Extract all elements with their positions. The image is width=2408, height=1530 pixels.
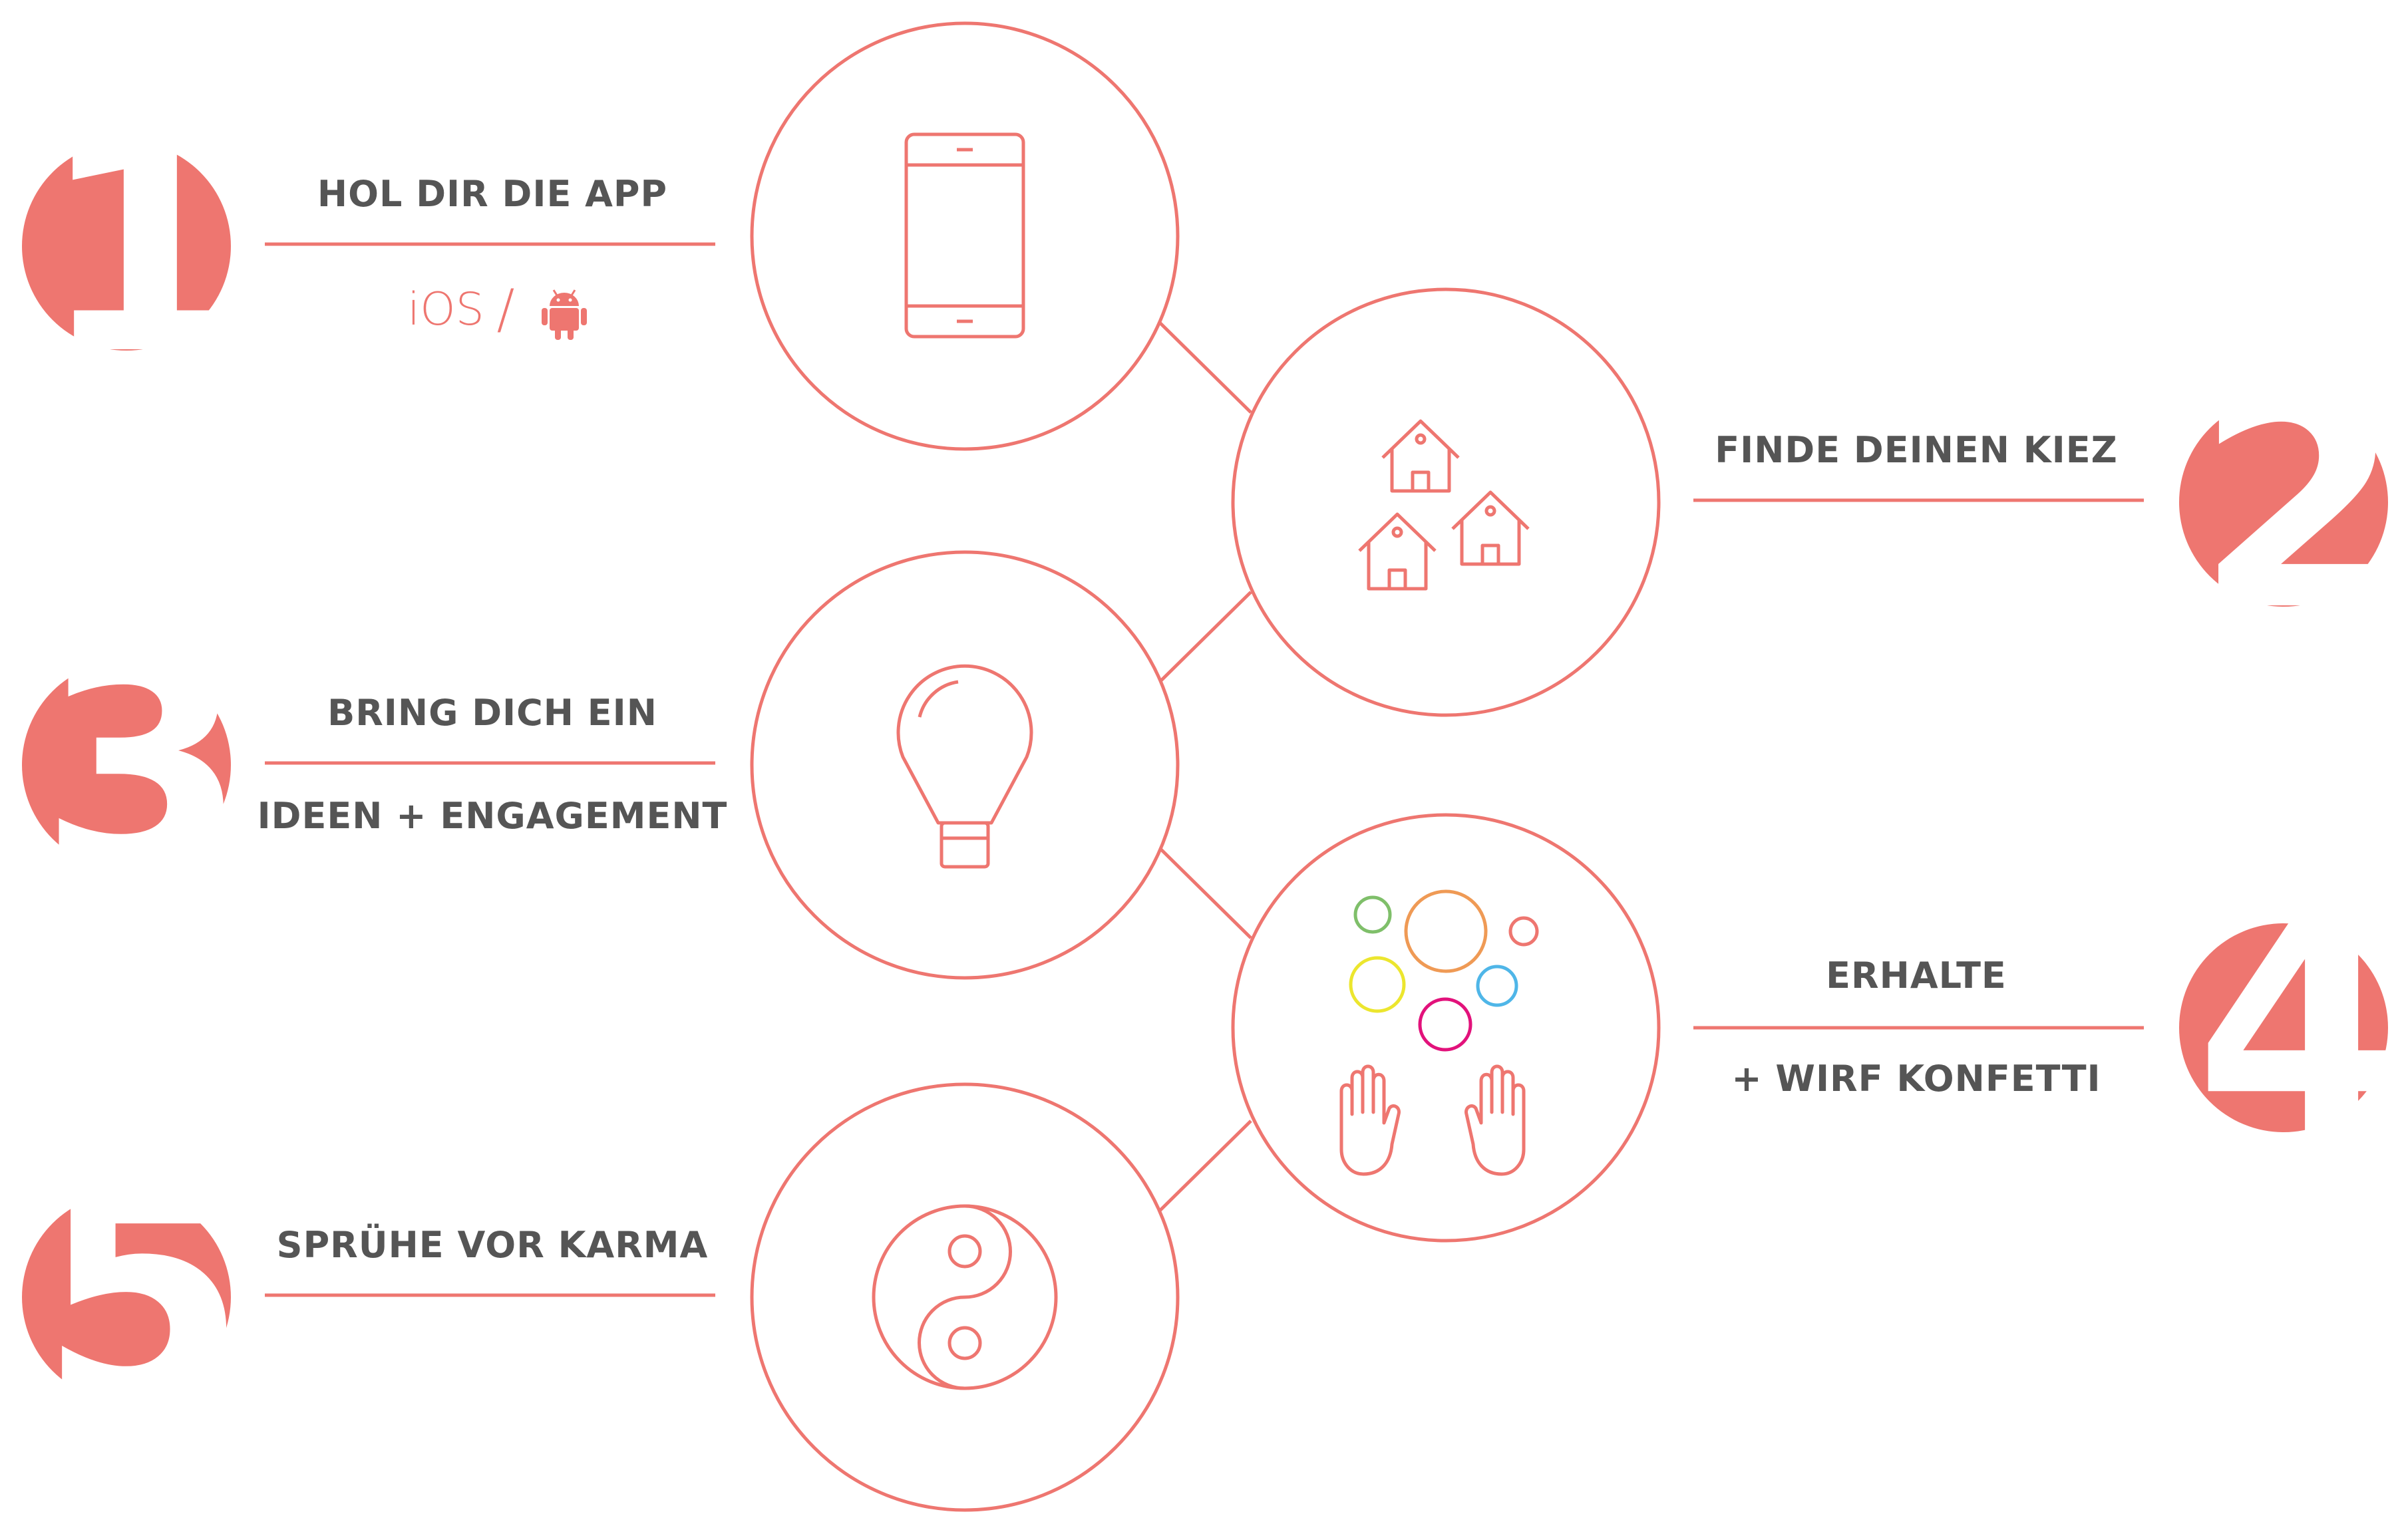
step-title-1: HOL DIR DIE APP [317, 173, 667, 215]
platform-ios-label[interactable]: iOS [407, 283, 484, 336]
step-number-5: 5 [39, 1123, 247, 1471]
icon-circle-3 [750, 550, 1180, 980]
android-icon[interactable] [542, 289, 587, 340]
step-5: 5 SPRÜHE VOR KARMA [22, 1082, 1180, 1512]
confetti-hands-icon [1339, 889, 1539, 1176]
yin-yang-icon [872, 1204, 1058, 1390]
step-number-2: 2 [2194, 328, 2403, 677]
step-subtitle-3: IDEEN + ENGAGEMENT [258, 795, 728, 837]
icon-circle-1 [750, 21, 1180, 451]
lightbulb-icon [896, 664, 1033, 869]
connector-2-3 [1158, 591, 1252, 683]
houses-icon [1358, 419, 1530, 591]
confetti-magenta [1418, 997, 1472, 1052]
hand-right [1464, 1064, 1526, 1176]
confetti-yellow [1349, 956, 1406, 1013]
step-number-4: 4 [2194, 853, 2403, 1202]
step-number-badge-3 [22, 661, 231, 869]
icon-circle-2 [1231, 287, 1661, 717]
platform-separator: / [497, 278, 515, 340]
connectors [1158, 321, 1252, 1212]
connector-3-4 [1158, 847, 1252, 939]
step-title-2: FINDE DEINEN KIEZ [1715, 429, 2118, 471]
connector-1-2 [1158, 321, 1252, 414]
step-number-badge-5 [22, 1193, 231, 1402]
step-2: FINDE DEINEN KIEZ 2 [1231, 287, 2403, 717]
step-number-1: 1 [39, 72, 247, 420]
confetti-blue [1476, 965, 1518, 1007]
step-title-5: SPRÜHE VOR KARMA [277, 1224, 709, 1266]
step-title-3: BRING DICH EIN [327, 692, 657, 734]
step-subtitle-4: + WIRF KONFETTI [1731, 1058, 2101, 1100]
step-title-4: ERHALTE [1826, 955, 2007, 996]
step-number-badge-4 [2179, 923, 2388, 1132]
hand-left [1339, 1064, 1401, 1176]
step-number-badge-2 [2179, 398, 2388, 607]
step-number-badge-1 [22, 142, 231, 351]
step-number-3: 3 [39, 591, 247, 939]
confetti-orange [1404, 889, 1488, 973]
smartphone-icon [904, 132, 1025, 339]
icon-circle-4 [1231, 813, 1661, 1243]
confetti-green [1353, 895, 1392, 934]
connector-4-5 [1158, 1120, 1252, 1212]
step-3: 3 BRING DICH EIN IDEEN + ENGAGEMENT [22, 550, 1180, 980]
step-1: 1 HOL DIR DIE APP iOS / [22, 21, 1180, 451]
confetti-red-small [1508, 916, 1539, 947]
step-4: ERHALTE + WIRF KONFETTI 4 [1231, 813, 2403, 1243]
